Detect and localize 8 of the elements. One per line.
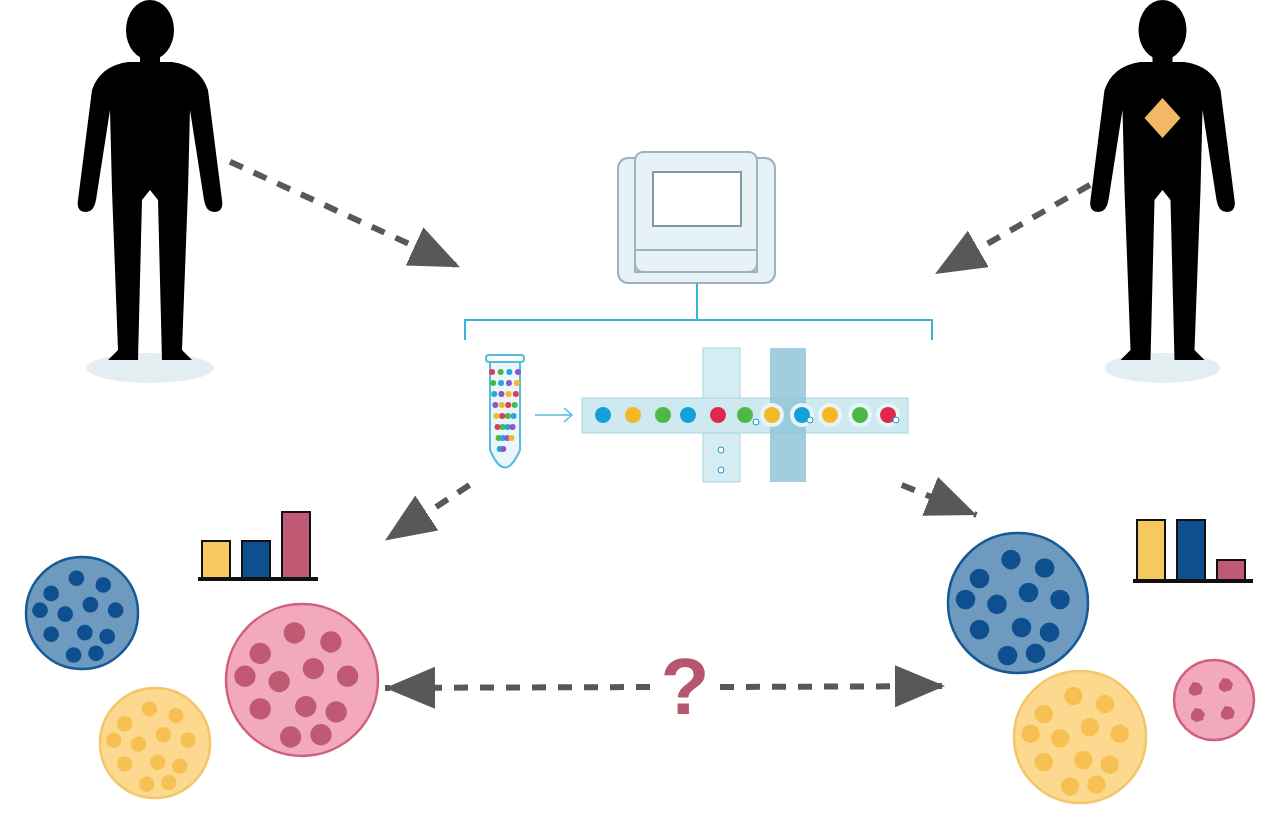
dashed-arrow <box>720 665 945 708</box>
dashed-arrow <box>228 158 462 270</box>
question-mark-text: ? <box>650 645 720 729</box>
dashed-arrow <box>900 476 978 518</box>
dashed-arrow <box>385 666 650 709</box>
person-silhouette <box>1090 0 1235 385</box>
dashed-arrow <box>383 482 472 543</box>
dashed-arrow <box>933 182 1092 277</box>
